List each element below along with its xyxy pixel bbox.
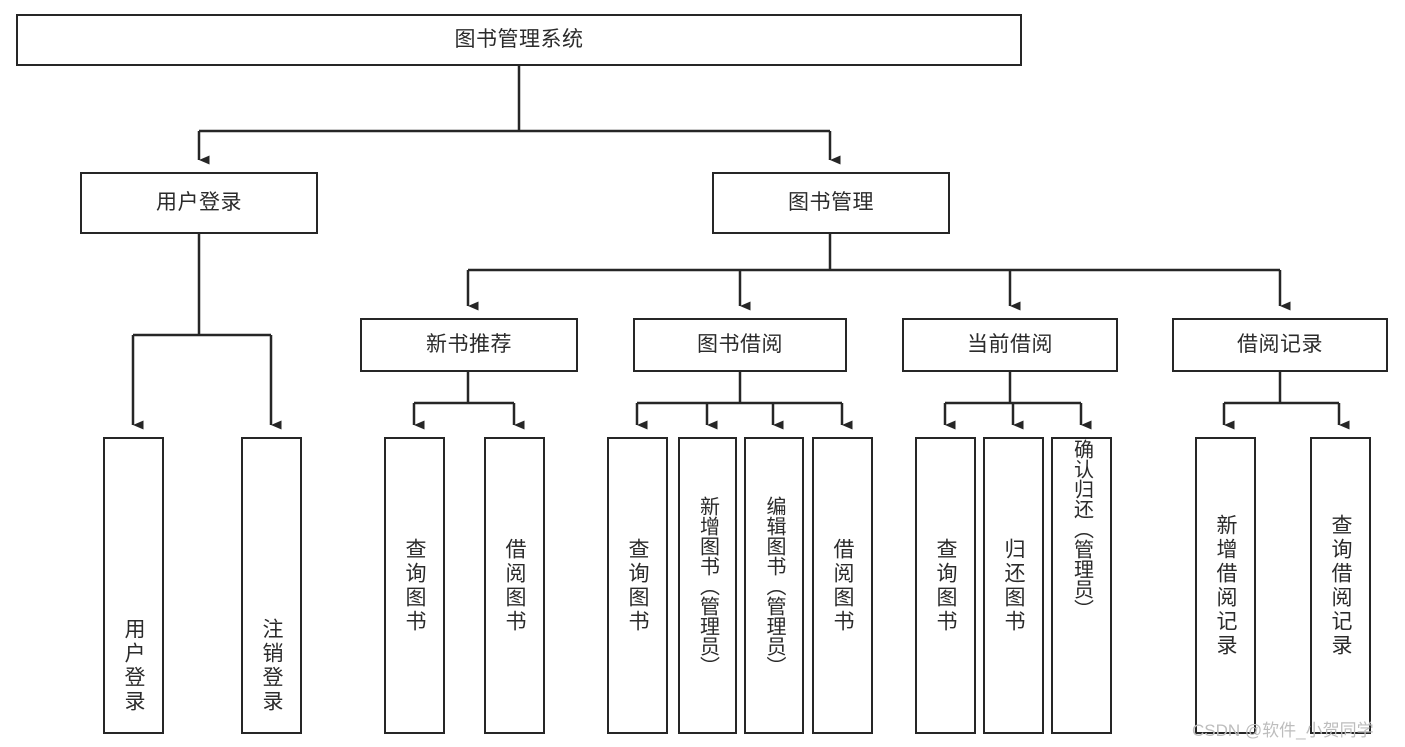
leaf-borrow-add-book-admin[interactable]: 新增图书（管理员） [678, 437, 737, 734]
leaf-label: 查询图书 [626, 537, 649, 634]
leaf-label: 用户登录 [122, 618, 145, 714]
node-book-borrow[interactable]: 图书借阅 [633, 318, 847, 372]
leaf-label: 借阅图书 [503, 537, 526, 634]
leaf-label: 查询借阅记录 [1329, 513, 1352, 658]
node-book-management-label: 图书管理 [788, 191, 874, 215]
leaf-label: 新增图书（管理员） [696, 495, 719, 676]
leaf-borrow-edit-book-admin[interactable]: 编辑图书（管理员） [744, 437, 804, 734]
leaf-recommend-borrow-book[interactable]: 借阅图书 [484, 437, 545, 734]
leaf-label: 编辑图书（管理员） [763, 495, 785, 676]
node-user-login[interactable]: 用户登录 [80, 172, 318, 234]
node-borrow-record-label: 借阅记录 [1237, 333, 1323, 357]
node-root[interactable]: 图书管理系统 [16, 14, 1022, 66]
node-book-management[interactable]: 图书管理 [712, 172, 950, 234]
leaf-user-login-logout[interactable]: 注销登录 [241, 437, 302, 734]
watermark: CSDN @软件_小贺同学 [1192, 721, 1374, 740]
node-user-login-label: 用户登录 [156, 191, 242, 215]
leaf-record-add-record[interactable]: 新增借阅记录 [1195, 437, 1256, 734]
node-current-borrow[interactable]: 当前借阅 [902, 318, 1118, 372]
leaf-current-query-book[interactable]: 查询图书 [915, 437, 976, 734]
node-current-borrow-label: 当前借阅 [967, 333, 1053, 357]
node-root-label: 图书管理系统 [454, 28, 584, 52]
leaf-label: 确认归还（管理员） [1070, 439, 1093, 619]
leaf-recommend-query-book[interactable]: 查询图书 [384, 437, 445, 734]
leaf-current-return-book[interactable]: 归还图书 [983, 437, 1044, 734]
leaf-label: 查询图书 [934, 537, 957, 634]
leaf-record-query-record[interactable]: 查询借阅记录 [1310, 437, 1371, 734]
node-new-book-recommend[interactable]: 新书推荐 [360, 318, 578, 372]
leaf-label: 归还图书 [1002, 537, 1025, 634]
leaf-label: 新增借阅记录 [1214, 513, 1237, 658]
leaf-label: 查询图书 [403, 537, 426, 634]
leaf-label: 借阅图书 [831, 537, 854, 634]
leaf-current-confirm-return-admin[interactable]: 确认归还（管理员） [1051, 437, 1112, 734]
leaf-label: 注销登录 [260, 618, 283, 714]
node-borrow-record[interactable]: 借阅记录 [1172, 318, 1388, 372]
node-book-borrow-label: 图书借阅 [697, 333, 783, 357]
leaf-user-login-login[interactable]: 用户登录 [103, 437, 164, 734]
node-new-book-recommend-label: 新书推荐 [426, 333, 512, 357]
leaf-borrow-query-book[interactable]: 查询图书 [607, 437, 668, 734]
leaf-borrow-borrow-book[interactable]: 借阅图书 [812, 437, 873, 734]
